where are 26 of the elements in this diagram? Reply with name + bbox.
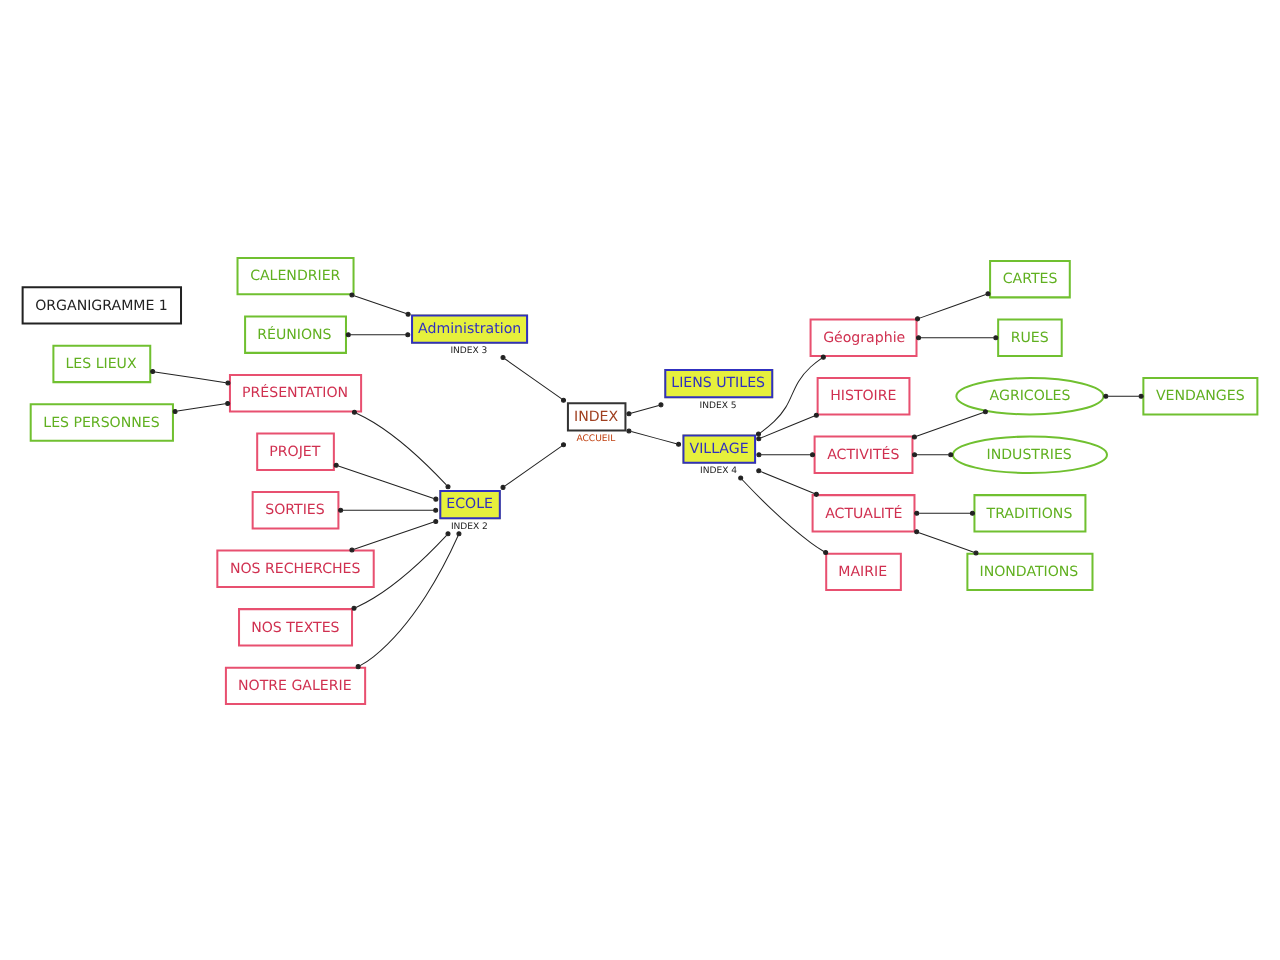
connector <box>500 441 567 489</box>
connector <box>1103 392 1144 398</box>
connector <box>172 399 231 413</box>
connector <box>351 408 451 489</box>
connector <box>738 474 829 555</box>
connector <box>912 451 954 457</box>
connector <box>916 334 999 340</box>
connector <box>349 517 439 552</box>
connector <box>338 506 439 512</box>
connector <box>914 509 975 515</box>
connector <box>349 291 411 316</box>
connector <box>626 401 664 416</box>
connector <box>914 528 979 555</box>
connector <box>626 427 682 446</box>
connector <box>756 467 819 496</box>
connector <box>915 290 991 321</box>
connector <box>351 530 451 610</box>
connector <box>756 451 816 457</box>
connector <box>333 461 439 501</box>
connector <box>500 354 567 402</box>
connector <box>150 368 231 385</box>
connector <box>911 408 988 439</box>
connector <box>345 331 411 337</box>
connector <box>355 530 462 669</box>
connector <box>755 353 826 436</box>
connector <box>756 411 819 441</box>
